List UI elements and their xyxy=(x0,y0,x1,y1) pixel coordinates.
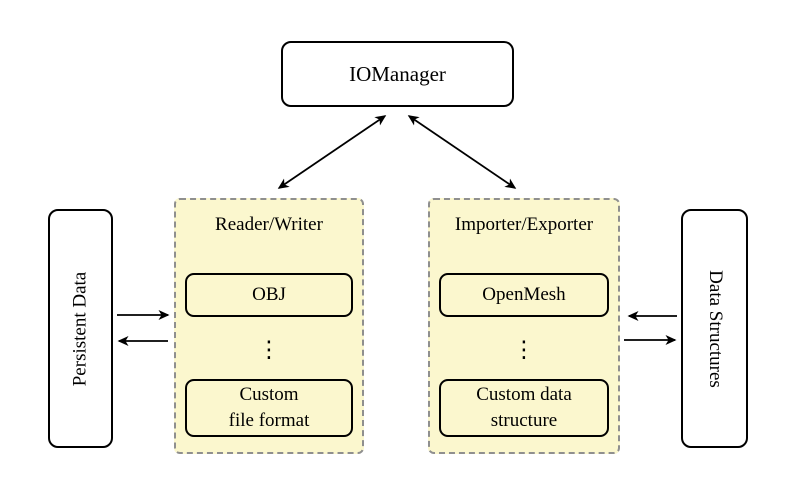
openmesh-node: OpenMesh xyxy=(439,273,609,317)
custom-file-format-node: Custom file format xyxy=(185,379,353,437)
importer-exporter-title: Importer/Exporter xyxy=(454,214,594,235)
reader-writer-panel: Reader/Writer OBJ ⋮ Custom file format xyxy=(174,198,364,454)
iomanager-label: IOManager xyxy=(349,61,446,86)
data-structures-node: Data Structures xyxy=(681,209,748,448)
obj-node: OBJ xyxy=(185,273,353,317)
persistent-data-node: Persistent Data xyxy=(48,209,113,448)
arrow-iomanager-readerwriter xyxy=(277,115,387,189)
reader-writer-title: Reader/Writer xyxy=(215,214,323,235)
reader-writer-ellipsis: ⋮ xyxy=(257,337,281,363)
iomanager-node: IOManager xyxy=(281,41,514,107)
arrow-iomanager-importerexporter xyxy=(407,115,517,189)
persistent-data-label: Persistent Data xyxy=(69,271,91,386)
data-structures-label: Data Structures xyxy=(704,269,726,388)
importer-exporter-panel: Importer/Exporter OpenMesh ⋮ Custom data… xyxy=(428,198,620,454)
custom-data-structure-node: Custom data structure xyxy=(439,379,609,437)
obj-label: OBJ xyxy=(252,284,286,305)
importer-exporter-ellipsis: ⋮ xyxy=(512,337,536,363)
openmesh-label: OpenMesh xyxy=(482,284,566,305)
